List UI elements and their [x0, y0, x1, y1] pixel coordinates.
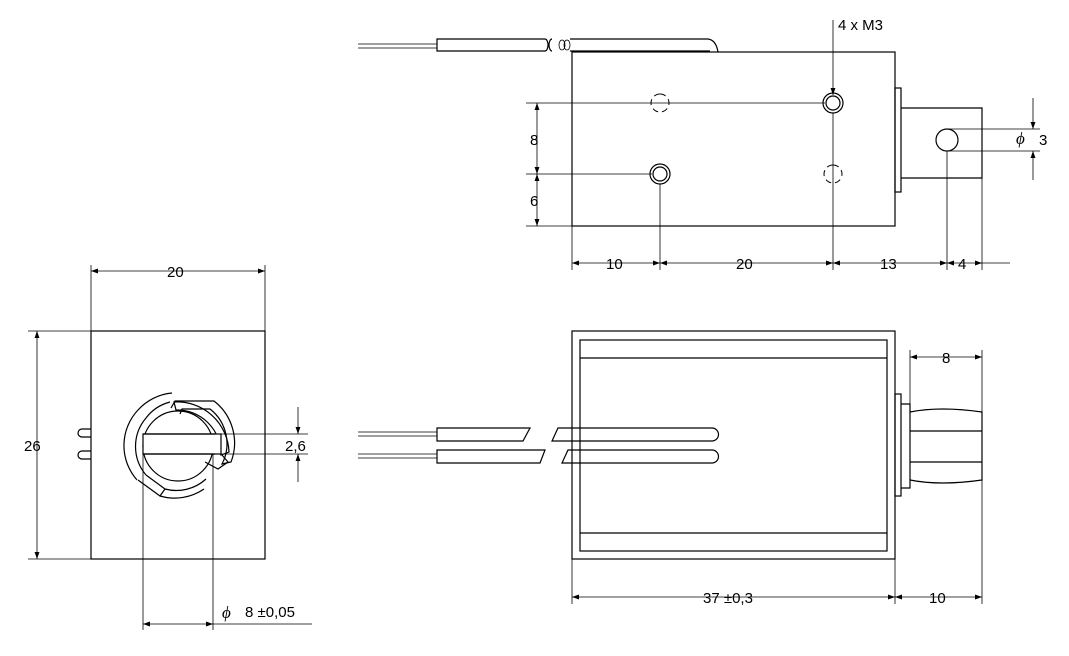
side-flange	[894, 393, 902, 497]
top-flange	[894, 87, 902, 193]
dim-side-37: 37 ±0,3	[703, 590, 753, 607]
mounting-holes	[649, 92, 844, 185]
dim-top-20: 20	[736, 256, 753, 273]
dim-top-13: 13	[880, 256, 897, 273]
top-pin-hole	[935, 128, 959, 152]
side-lead-wires	[358, 427, 720, 464]
dim-end-phi8: 8 ±0,05	[245, 604, 295, 621]
top-lead-wires	[358, 38, 719, 53]
end-view: 20 26 2,6 ϕ 8 ±0,05	[24, 264, 312, 630]
side-body-outer	[571, 330, 896, 560]
callout-4xm3: 4 x M3	[838, 17, 883, 34]
dim-end-2-6: 2,6	[285, 438, 306, 455]
dim-top-4: 4	[958, 256, 966, 273]
side-body-inner	[579, 339, 888, 552]
dim-end-26: 26	[24, 438, 41, 455]
phi-symbol-end: ϕ	[222, 603, 231, 622]
top-plunger	[901, 107, 983, 179]
side-view: 8 37 ±0,3 10	[358, 330, 983, 607]
top-body	[571, 51, 896, 227]
end-body	[90, 330, 266, 560]
dim-end-20: 20	[167, 264, 184, 281]
pin-slot	[142, 433, 222, 455]
top-view: 4 x M3 8 6 10 20 13 4 ϕ 3	[358, 17, 1047, 273]
dim-top-10: 10	[606, 256, 623, 273]
dim-side-8: 8	[942, 350, 950, 367]
side-plunger	[901, 403, 983, 489]
phi-symbol-top: ϕ	[1016, 129, 1025, 148]
dim-top-phi3: 3	[1039, 132, 1047, 149]
retaining-ring	[173, 401, 230, 456]
dim-top-6: 6	[530, 193, 538, 210]
dim-top-8: 8	[530, 132, 538, 149]
dim-side-10: 10	[929, 590, 946, 607]
